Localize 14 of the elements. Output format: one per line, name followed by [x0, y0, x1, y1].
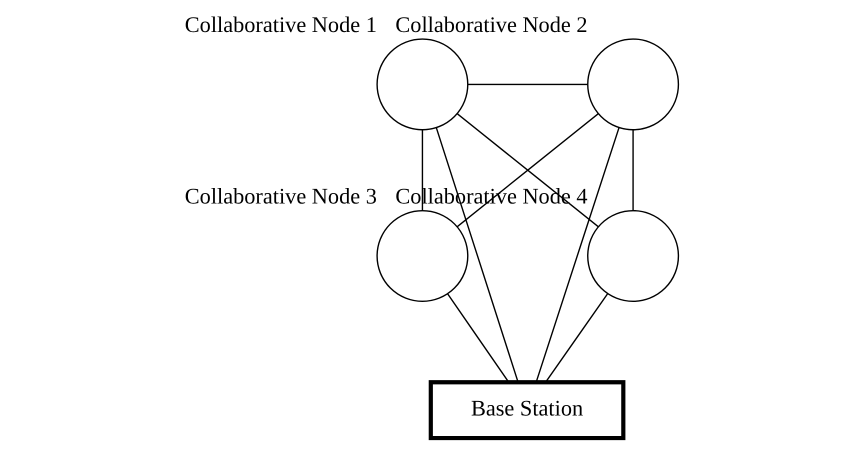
node-label: Collaborative Node 1 — [184, 12, 376, 37]
connector — [535, 127, 620, 382]
connector — [446, 294, 509, 382]
node-label: Collaborative Node 3 — [184, 183, 376, 208]
node-circle — [586, 210, 679, 302]
node-box: Base Station — [428, 380, 625, 440]
connector — [435, 127, 518, 382]
node-circle — [376, 210, 468, 302]
node-circle — [376, 38, 468, 130]
node-circle — [586, 38, 679, 130]
connector — [632, 130, 634, 211]
connector — [544, 293, 608, 382]
connector — [468, 84, 587, 86]
node-label: Collaborative Node 2 — [394, 12, 588, 37]
